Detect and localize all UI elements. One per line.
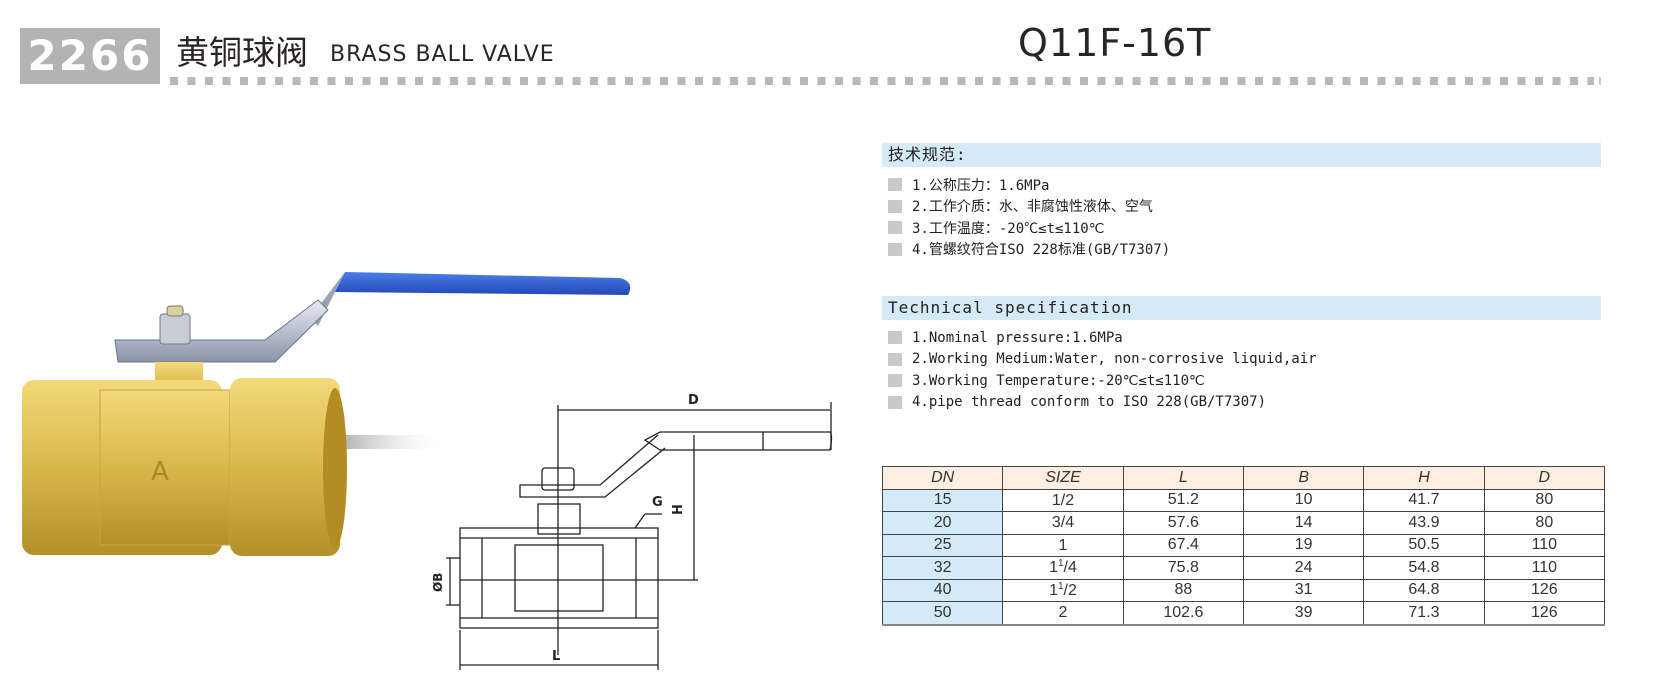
bullet-square-icon xyxy=(888,242,902,256)
spec-en-item: 1.Nominal pressure:1.6MPa xyxy=(888,327,1317,349)
dotted-divider-end xyxy=(1599,77,1601,85)
dimension-table: DN SIZE L B H D 15 1/2 51.2 10 41.7 80 2… xyxy=(881,466,1606,626)
table-header-row: DN SIZE L B H D xyxy=(881,466,1606,490)
brass-ball-valve-image: A xyxy=(22,272,631,556)
model-number: Q11F-16T xyxy=(1018,21,1212,65)
table-row: 50 2 102.6 39 71.3 126 xyxy=(881,601,1606,625)
col-header-d: D xyxy=(1483,466,1606,490)
label-g: G xyxy=(652,495,663,510)
bullet-square-icon xyxy=(888,374,902,388)
label-d: D xyxy=(688,393,699,408)
spec-cn-item: 1.公称压力：1.6MPa xyxy=(888,174,1170,196)
dotted-divider xyxy=(170,77,1594,85)
bullet-square-icon xyxy=(888,199,902,213)
spec-cn-list: 1.公称压力：1.6MPa 2.工作介质：水、非腐蚀性液体、空气 3.工作温度：… xyxy=(888,174,1170,260)
table-row: 40 11/2 88 31 64.8 126 xyxy=(881,578,1606,602)
table-row: 32 11/4 75.8 24 54.8 110 xyxy=(881,556,1606,580)
svg-text:A: A xyxy=(151,457,169,487)
spec-cn-item: 2.工作介质：水、非腐蚀性液体、空气 xyxy=(888,196,1170,218)
col-header-dn: DN xyxy=(881,466,1004,490)
bullet-square-icon xyxy=(888,395,902,409)
catalog-code-badge: 2266 xyxy=(20,28,160,84)
spec-en-item: 3.Working Temperature:-20℃≤t≤110℃ xyxy=(888,370,1317,392)
col-header-b: B xyxy=(1243,466,1365,490)
spec-cn-item: 4.管螺纹符合ISO 228标准(GB/T7307) xyxy=(888,239,1170,261)
table-row: 25 1 67.4 19 50.5 110 xyxy=(881,533,1606,557)
spec-en-item: 2.Working Medium:Water, non-corrosive li… xyxy=(888,349,1317,371)
label-h: H xyxy=(671,504,686,515)
dimension-drawing: D H G ØB L xyxy=(420,380,860,680)
col-header-size: SIZE xyxy=(1002,466,1124,490)
table-row: 20 3/4 57.6 14 43.9 80 xyxy=(881,511,1606,535)
spec-en-title: Technical specification xyxy=(888,298,1133,317)
spec-en-list: 1.Nominal pressure:1.6MPa 2.Working Medi… xyxy=(888,327,1317,413)
spec-cn-header: 技术规范: xyxy=(882,143,1601,167)
spec-en-item: 4.pipe thread conform to ISO 228(GB/T730… xyxy=(888,392,1317,414)
bullet-square-icon xyxy=(888,221,902,235)
bullet-square-icon xyxy=(888,178,902,192)
label-l: L xyxy=(552,649,560,664)
label-b: ØB xyxy=(431,573,445,592)
page-title-cn: 黄铜球阀 xyxy=(176,33,308,72)
table-row: 15 1/2 51.2 10 41.7 80 xyxy=(881,488,1606,512)
bullet-square-icon xyxy=(888,352,902,366)
spec-cn-title: 技术规范: xyxy=(888,145,967,164)
spec-cn-item: 3.工作温度：-20℃≤t≤110℃ xyxy=(888,217,1170,239)
page-title-en: BRASS BALL VALVE xyxy=(330,42,555,67)
product-photo: A xyxy=(0,250,640,600)
col-header-l: L xyxy=(1122,466,1245,490)
col-header-h: H xyxy=(1363,466,1485,490)
bullet-square-icon xyxy=(888,331,902,345)
spec-en-header: Technical specification xyxy=(882,296,1601,320)
